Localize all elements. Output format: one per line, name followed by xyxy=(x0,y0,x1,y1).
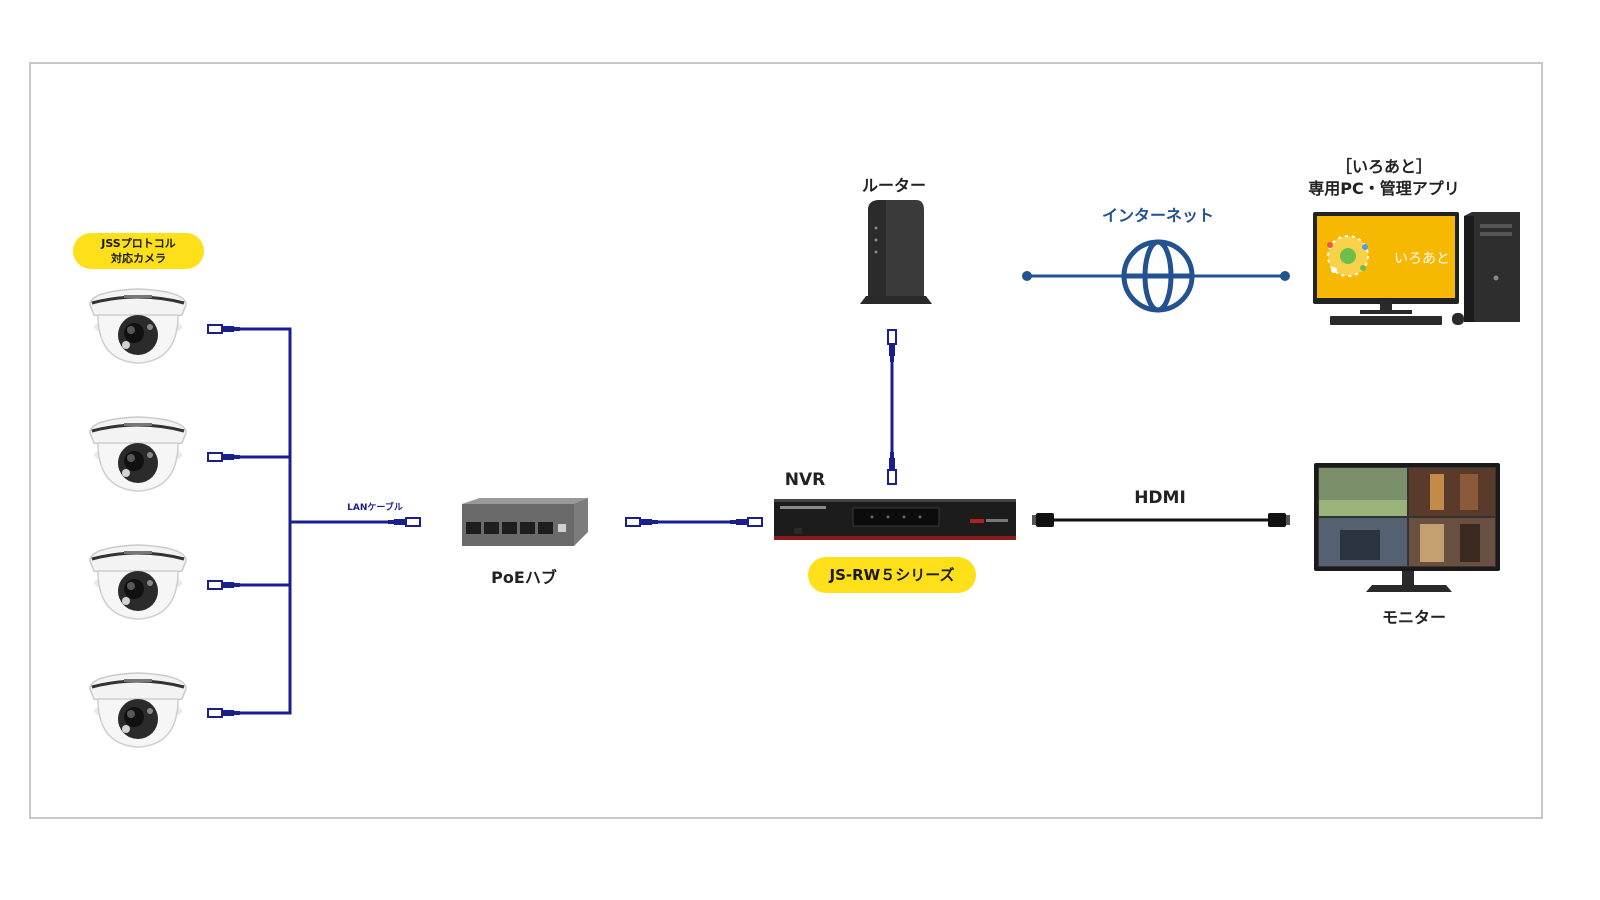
nvr-series-badge: JS-RW５シリーズ xyxy=(808,557,976,593)
monitor-label: モニター xyxy=(1381,608,1446,627)
hdmi-cable xyxy=(1032,513,1290,527)
poe-hub-device xyxy=(462,498,588,546)
router-nvr-cable xyxy=(887,329,897,485)
camera-badge-line2: 対応カメラ xyxy=(111,252,166,265)
camera-lan-cabling xyxy=(240,327,392,715)
nvr-device xyxy=(774,499,1016,540)
poe-hub-label: PoEハブ xyxy=(491,568,557,587)
app-title-line2: 専用PC・管理アプリ xyxy=(1308,179,1460,198)
camera-3 xyxy=(88,543,188,621)
app-title-line1: ［いろあと］ xyxy=(1335,157,1432,176)
nvr-label: NVR xyxy=(784,470,826,490)
pc-with-app xyxy=(1313,212,1520,325)
internet-label: インターネット xyxy=(1101,206,1214,225)
camera-badge: JSSプロトコル 対応カメラ xyxy=(73,233,204,269)
router-device xyxy=(860,200,932,304)
hub-nvr-cable xyxy=(625,517,763,527)
monitor-device xyxy=(1314,463,1500,592)
globe-icon xyxy=(1121,239,1195,313)
lan-cable-label: LANケーブル xyxy=(347,503,403,513)
app-screen-logo: いろあと xyxy=(1394,251,1450,267)
camera-2 xyxy=(88,415,188,493)
router-label: ルーター xyxy=(861,176,926,195)
app-title: ［いろあと］ 専用PC・管理アプリ xyxy=(1286,156,1482,200)
camera-4 xyxy=(88,671,188,749)
camera-badge-line1: JSSプロトコル xyxy=(101,237,176,250)
camera-1 xyxy=(88,287,188,365)
hdmi-label: HDMI xyxy=(1134,488,1186,508)
diagram-frame xyxy=(29,62,1543,819)
